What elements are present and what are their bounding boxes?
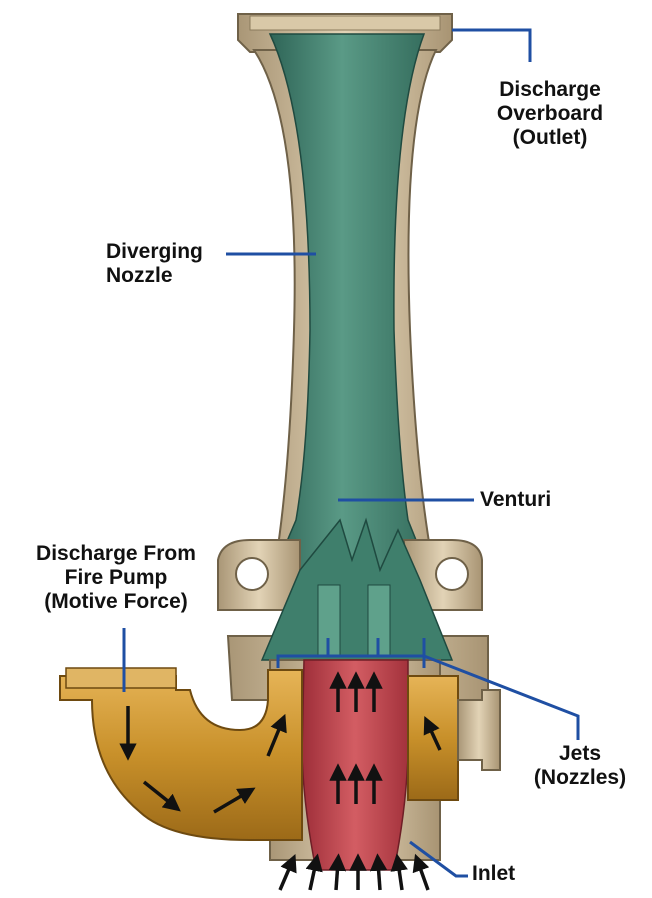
label-discharge-overboard-line1: Discharge bbox=[470, 78, 630, 102]
label-inlet: Inlet bbox=[472, 862, 515, 886]
label-jets-line1: Jets bbox=[520, 742, 640, 766]
label-venturi: Venturi bbox=[480, 488, 551, 512]
label-diverging-nozzle-line2: Nozzle bbox=[106, 264, 203, 288]
label-diverging-nozzle-line1: Diverging bbox=[106, 240, 203, 264]
arrow-inlet-7 bbox=[418, 862, 428, 890]
label-discharge-from-pump-line1: Discharge From bbox=[6, 542, 226, 566]
label-discharge-overboard-line3: (Outlet) bbox=[470, 126, 630, 150]
arrow-inlet-3 bbox=[336, 862, 338, 890]
motive-pipe-flange bbox=[66, 668, 176, 688]
label-inlet-text: Inlet bbox=[472, 862, 515, 886]
label-jets: Jets (Nozzles) bbox=[520, 742, 640, 790]
label-discharge-from-pump-line3: (Motive Force) bbox=[6, 590, 226, 614]
label-venturi-text: Venturi bbox=[480, 488, 551, 512]
label-jets-line2: (Nozzles) bbox=[520, 766, 640, 790]
label-discharge-overboard: Discharge Overboard (Outlet) bbox=[470, 78, 630, 150]
label-diverging-nozzle: Diverging Nozzle bbox=[106, 240, 203, 288]
leader-discharge-overboard bbox=[452, 30, 530, 62]
arrow-inlet-2 bbox=[310, 862, 316, 890]
label-discharge-from-pump: Discharge From Fire Pump (Motive Force) bbox=[6, 542, 226, 614]
right-stub bbox=[458, 690, 500, 770]
arrow-inlet-6 bbox=[398, 862, 402, 890]
arrow-inlet-5 bbox=[378, 862, 380, 890]
label-discharge-from-pump-line2: Fire Pump bbox=[6, 566, 226, 590]
label-discharge-overboard-line2: Overboard bbox=[470, 102, 630, 126]
arrow-inlet-1 bbox=[280, 862, 292, 890]
